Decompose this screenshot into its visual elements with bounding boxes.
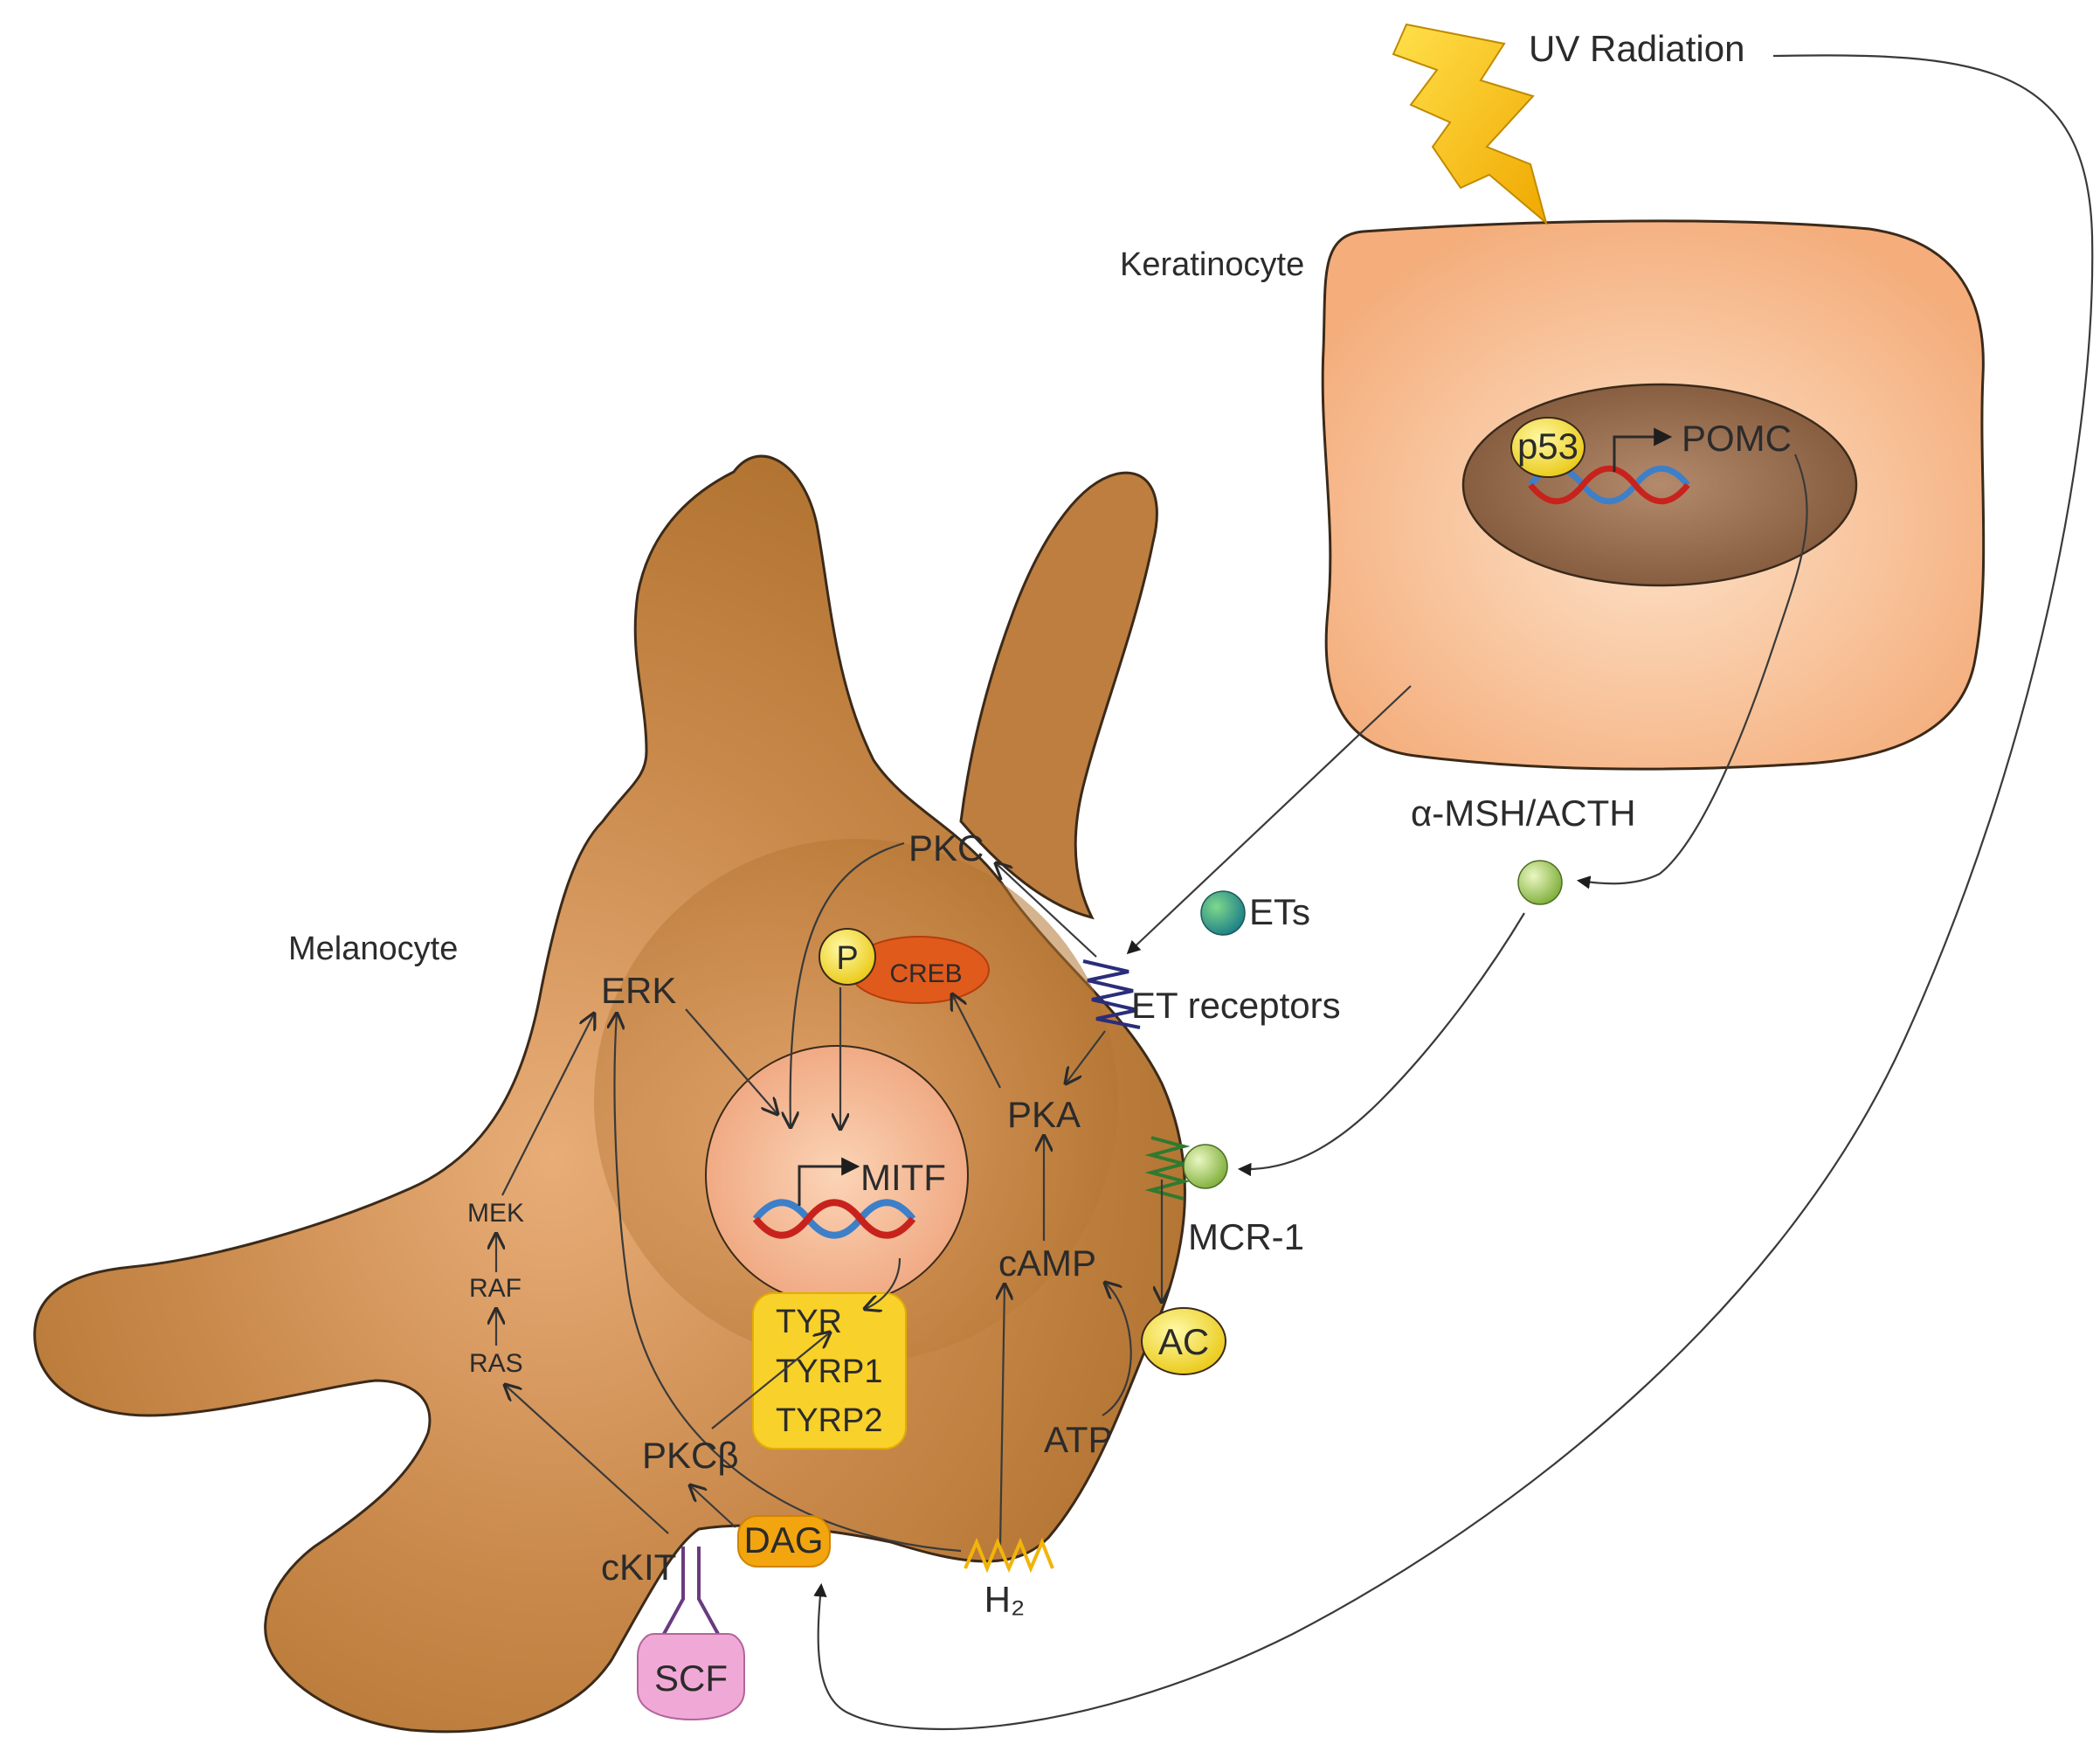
tyrp2-label: TYRP2 [776,1402,882,1439]
ets-sphere [1200,890,1246,936]
scf-label: SCF [654,1658,728,1699]
pkc-to-mitf-arrow [791,841,905,1127]
keratinocyte-to-et-arrow [1126,685,1412,955]
mitf-to-tyr-arrow [865,1257,901,1309]
ckit-receptor-icon [662,1547,720,1635]
msh-sphere [1517,860,1563,905]
et-receptor-icon [1082,959,1141,1029]
phospho-node [819,928,876,986]
pomc-label: POMC [1682,418,1792,459]
msh-acth-label: α-MSH/ACTH [1411,792,1636,834]
keratinocyte-nucleus [1461,383,1858,587]
tyr-enzymes-box [752,1292,907,1450]
melanocyte-dna-icon [752,1199,916,1239]
lightning-icon [1392,23,1548,225]
mek-to-erk-arrow [501,1014,594,1196]
atp-to-camp-arrow [1102,1283,1132,1416]
pomc-to-msh-arrow [1576,453,1808,889]
ckit-label: cKIT [601,1547,676,1588]
ckit-to-ras-arrow [505,1385,669,1534]
mitf-label: MITF [860,1157,946,1198]
erk-to-mitf-arrow [685,1008,777,1114]
p53-label: p53 [1517,426,1578,467]
uv-to-melanocyte-arrow [813,54,2094,1731]
pka-label: PKA [1007,1094,1081,1135]
ets-label: ETs [1249,891,1310,932]
msh-to-mcr1-arrow [1237,912,1525,1177]
mcr1-label: MCR-1 [1188,1216,1304,1257]
erk-label: ERK [601,970,676,1011]
mek-label: MEK [467,1199,524,1228]
pomc-transcription-arrow [1613,427,1673,472]
et-to-pka-arrow [1066,1030,1106,1083]
scf-node [637,1633,745,1721]
mcr1-bound-msh-sphere [1183,1144,1228,1189]
uv-radiation-label: UV Radiation [1529,28,1744,69]
mitf-transcription-arrow [798,1157,860,1206]
camp-label: cAMP [998,1242,1096,1284]
p53-node [1510,417,1585,478]
pka-to-creb-arrow [952,994,1001,1089]
ac-node [1141,1307,1226,1375]
pkcb-to-tyr-arrow [711,1332,830,1429]
h2-to-erk-arrow [615,1014,962,1553]
dag-to-pkcb-arrow [690,1485,736,1528]
ac-label: AC [1158,1321,1209,1362]
h2-label: H₂ [984,1579,1026,1620]
dag-label: DAG [743,1519,823,1561]
raf-label: RAF [469,1274,522,1303]
melanocyte-upper-arm [959,471,1158,920]
p-label: P [836,940,858,977]
et-receptors-label: ET receptors [1131,985,1341,1026]
et-to-pkc-arrow [996,863,1097,958]
melanocyte-label: Melanocyte [288,931,458,967]
tyr-label: TYR [776,1304,842,1340]
atp-label: ATP [1044,1419,1113,1460]
h2-receptor-icon [964,1537,1054,1574]
creb-label: CREB [889,959,962,988]
tyrp1-label: TYRP1 [776,1353,882,1390]
pkc-label: PKC [908,827,984,869]
keratinocyte-label: Keratinocyte [1120,246,1304,283]
pkcb-label: PKCβ [642,1435,739,1476]
mcr1-receptor-icon [1144,1136,1191,1201]
dag-node [737,1515,831,1568]
h2-to-camp-arrow [1000,1284,1005,1547]
ras-label: RAS [469,1349,523,1378]
